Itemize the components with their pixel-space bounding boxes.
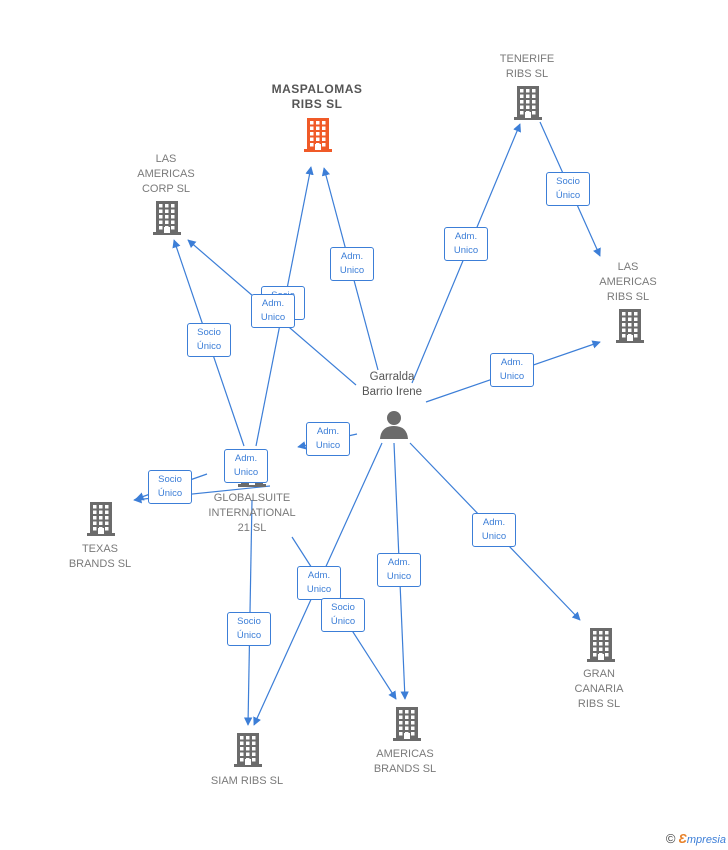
edge-label-person-globalsuite[interactable]: Adm. Unico (306, 422, 350, 456)
building-icon[interactable] (153, 201, 181, 240)
node-label-lasribs[interactable]: LAS AMERICAS RIBS SL (599, 261, 657, 303)
brand-text: mpresia (686, 834, 726, 846)
edge-label-person-gran[interactable]: Adm. Unico (472, 513, 516, 547)
edge-label-globalsuite-americas[interactable]: Socio Único (321, 598, 365, 632)
building-icon[interactable] (616, 309, 644, 348)
edge-label-globalsuite-maspalomas[interactable]: Adm. Unico (251, 294, 295, 328)
copyright-symbol: © (665, 831, 676, 846)
edge-label-person-lasribs[interactable]: Adm. Unico (490, 353, 534, 387)
edge-label-globalsuite-siam[interactable]: Socio Único (227, 612, 271, 646)
node-label-siam[interactable]: SIAM RIBS SL (210, 775, 284, 787)
edge-label-person-tenerife[interactable]: Adm. Unico (444, 227, 488, 261)
node-label-tenerife[interactable]: TENERIFE RIBS SL (499, 53, 555, 80)
edge-label-globalsuite-texas[interactable]: Adm. Unico (224, 449, 268, 483)
edge-label-person-maspalomas[interactable]: Adm. Unico (330, 247, 374, 281)
node-label-lascorp[interactable]: LAS AMERICAS CORP SL (137, 153, 195, 195)
node-label-texas[interactable]: TEXAS BRANDS SL (68, 543, 132, 570)
building-icon[interactable] (304, 118, 332, 157)
building-icon[interactable] (587, 628, 615, 667)
building-icon[interactable] (87, 502, 115, 541)
building-icon[interactable] (234, 733, 262, 772)
edge-label-person-americas[interactable]: Adm. Unico (377, 553, 421, 587)
empresia-logo[interactable]: © Ɛmpresia (666, 831, 726, 846)
node-label-gran[interactable]: GRAN CANARIA RIBS SL (574, 668, 624, 710)
edge-label-globalsuite-lascorp[interactable]: Socio Único (187, 323, 231, 357)
edge-label-globalsuite-texas[interactable]: Socio Único (148, 470, 192, 504)
edge-label-tenerife-lasribs[interactable]: Socio Único (546, 172, 590, 206)
person-icon[interactable] (379, 409, 409, 444)
node-label-globalsuite[interactable]: GLOBALSUITE INTERNATIONAL 21 SL (208, 492, 296, 534)
node-label-maspalomas[interactable]: MASPALOMAS RIBS SL (271, 82, 363, 111)
building-icon[interactable] (514, 86, 542, 125)
node-label-americas[interactable]: AMERICAS BRANDS SL (373, 748, 437, 775)
building-icon[interactable] (393, 707, 421, 746)
brand-initial: Ɛ (678, 831, 687, 846)
node-label-person[interactable]: Garralda Barrio Irene (361, 371, 423, 398)
edge-label-person-siam[interactable]: Adm. Unico (297, 566, 341, 600)
